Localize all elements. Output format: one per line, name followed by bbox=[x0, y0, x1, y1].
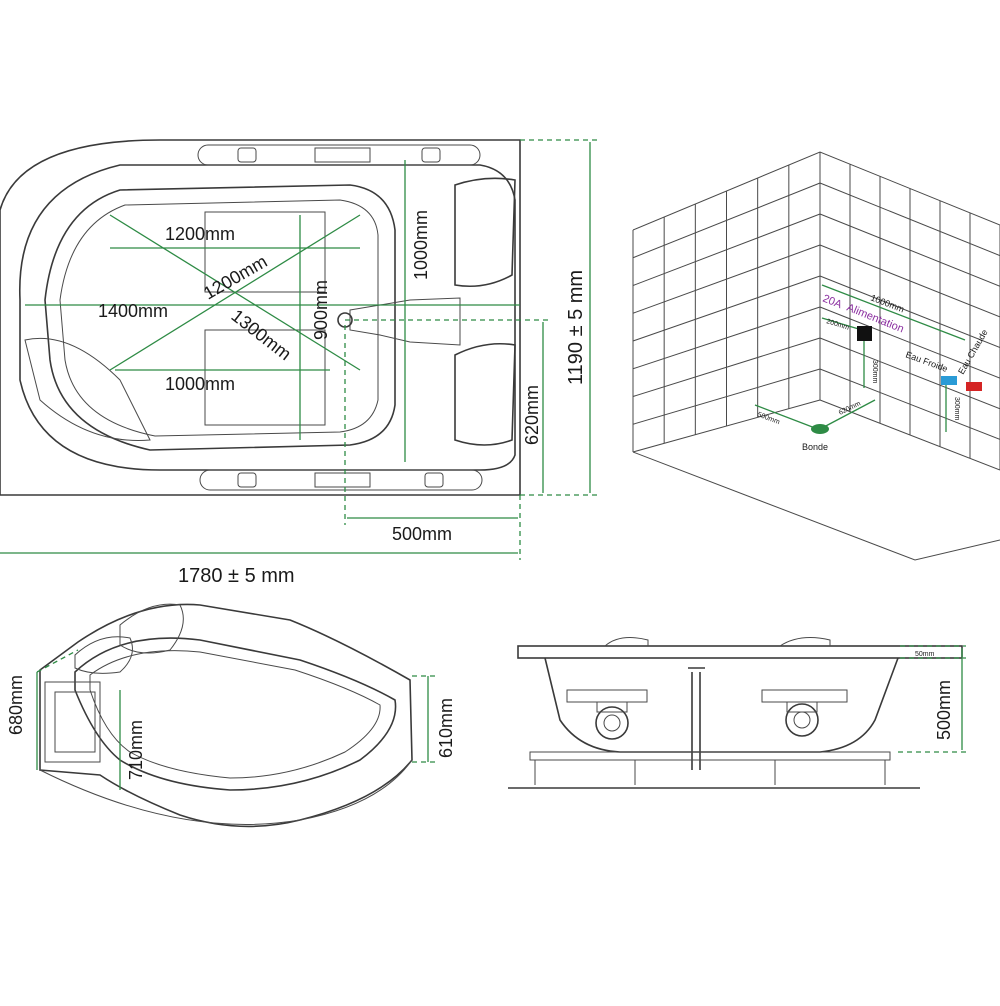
tile-line bbox=[819, 337, 1000, 410]
side-headrest-right bbox=[779, 637, 831, 647]
label-room-200: 200mm bbox=[825, 318, 850, 332]
tile-line bbox=[819, 213, 1000, 287]
side-legs bbox=[534, 760, 886, 785]
seat-panel-bottom bbox=[204, 329, 326, 426]
label-cold-water: Eau Froide bbox=[904, 349, 949, 373]
hot-water-icon bbox=[966, 382, 982, 391]
tile-line bbox=[632, 182, 821, 259]
pump-right-icon bbox=[761, 689, 848, 737]
label-500: 500mm bbox=[392, 524, 452, 544]
label-610: 610mm bbox=[436, 698, 456, 758]
tile-line bbox=[819, 368, 1000, 440]
pump-left-icon bbox=[566, 689, 648, 740]
tile-line bbox=[632, 306, 821, 370]
headrest-bottom bbox=[454, 342, 516, 446]
iso-basin bbox=[74, 637, 397, 791]
dim-line-room-620 bbox=[821, 399, 876, 429]
side-rim bbox=[517, 645, 963, 659]
side-frame bbox=[529, 751, 891, 761]
tub-rim bbox=[19, 164, 516, 471]
tub-outline bbox=[0, 139, 521, 496]
drain-icon bbox=[811, 424, 829, 434]
label-680: 680mm bbox=[6, 675, 26, 735]
iso-skirt bbox=[39, 759, 413, 825]
tub-basin-inner bbox=[59, 199, 379, 437]
drain-pipe bbox=[688, 667, 705, 770]
side-basin bbox=[544, 657, 899, 753]
drain-channel bbox=[349, 297, 461, 346]
side-view: 50mm 500mm bbox=[508, 637, 966, 789]
iso-basin-inner bbox=[89, 650, 381, 779]
iso-front-panel bbox=[44, 681, 101, 763]
seat-panel-top bbox=[204, 211, 326, 293]
label-hot-water: Eau Chaude bbox=[956, 328, 990, 376]
iso-headrest-1 bbox=[119, 603, 184, 654]
tile-line bbox=[632, 213, 821, 286]
label-1780: 1780 ± 5 mm bbox=[178, 565, 295, 587]
label-50: 50mm bbox=[915, 651, 935, 658]
tile-line bbox=[819, 244, 1000, 318]
label-drain: Bonde bbox=[802, 442, 828, 452]
side-headrest-left bbox=[604, 637, 649, 647]
tile-line bbox=[632, 337, 821, 397]
tile-line bbox=[632, 368, 821, 425]
cold-water-icon bbox=[941, 376, 957, 385]
dim-line-room-500 bbox=[754, 404, 816, 429]
label-room-vert-left: 300mm bbox=[871, 360, 878, 384]
power-box-icon bbox=[857, 326, 872, 341]
tile-line bbox=[632, 275, 821, 342]
tile-line bbox=[819, 306, 1000, 379]
label-710: 710mm bbox=[126, 720, 146, 780]
dim-line-room-200 bbox=[821, 317, 863, 331]
dim-line-1200-b bbox=[109, 214, 361, 371]
label-1000-vertical: 1000mm bbox=[411, 210, 431, 280]
wall-tiles bbox=[632, 164, 1000, 470]
headrest-top bbox=[454, 177, 516, 288]
iso-front-panel-inner bbox=[54, 691, 96, 753]
room-view: 1000mm 20A Alimentation 200mm 300mm Eau … bbox=[632, 151, 1000, 561]
top-view: 1200mm 1200mm 1400mm 1300mm 1000mm 900mm… bbox=[0, 139, 600, 587]
label-1190: 1190 ± 5 mm bbox=[565, 270, 587, 385]
iso-view: 680mm 710mm 610mm bbox=[6, 603, 456, 828]
tile-line bbox=[819, 275, 1000, 348]
tile-line bbox=[632, 244, 821, 314]
label-620: 620mm bbox=[522, 385, 542, 445]
label-1400: 1400mm bbox=[98, 301, 168, 321]
handle-bottom bbox=[199, 469, 483, 491]
label-1300: 1300mm bbox=[228, 305, 295, 364]
handle-top bbox=[197, 144, 481, 166]
label-900: 900mm bbox=[311, 280, 331, 340]
label-side-500: 500mm bbox=[934, 680, 954, 740]
armrest-left bbox=[24, 337, 151, 441]
iso-outline bbox=[39, 603, 413, 828]
label-1200-a: 1200mm bbox=[165, 224, 235, 244]
tile-line bbox=[819, 182, 1000, 257]
dim-line-room-1000 bbox=[821, 284, 966, 341]
label-1000-bottom: 1000mm bbox=[165, 374, 235, 394]
label-room-vert-right: 300mm bbox=[953, 397, 960, 421]
iso-headrest-2 bbox=[74, 636, 133, 674]
tub-basin bbox=[44, 184, 396, 451]
